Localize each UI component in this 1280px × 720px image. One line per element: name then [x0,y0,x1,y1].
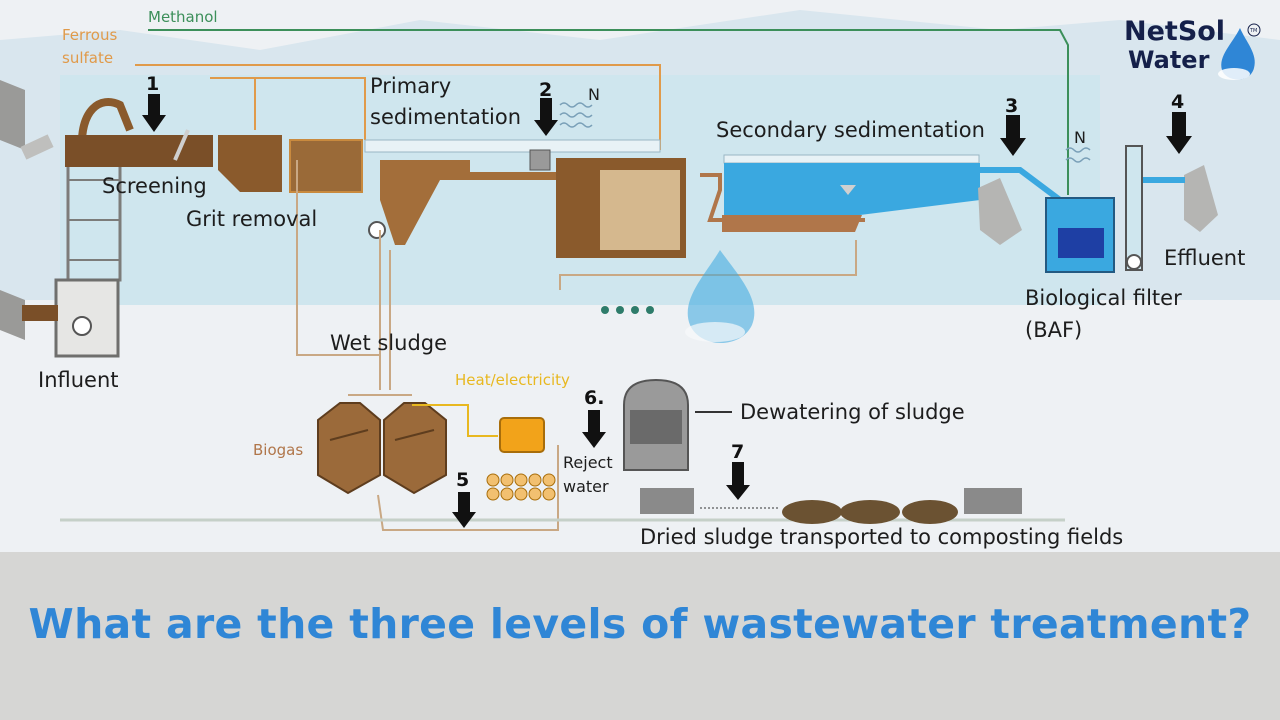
logo-text-line1: NetSol [1124,16,1226,47]
sludge-digesters [317,394,559,531]
step-arrows [142,94,1192,528]
grit-removal-label: Grit removal [186,207,317,231]
heat-electricity-label: Heat/electricity [455,371,570,389]
n2-label-primary: N [588,85,600,104]
biogas-label: Biogas [253,441,303,459]
step-6-number: 6. [584,387,604,409]
screening-label: Screening [102,174,207,198]
chp-generator [412,404,556,501]
nitrogen-release-icon [559,102,1091,163]
reject-water-label-2: water [563,477,609,496]
methanol-feed-line [148,29,1069,195]
dewatering-unit [623,378,732,471]
netsol-water-logo: NetSol Water TM [1118,14,1268,84]
caption-bar [0,552,1280,720]
n2-label-baf: N [1074,128,1086,147]
dried-sludge-label: Dried sludge transported to composting f… [640,525,1123,549]
primary-sedimentation-label-2: sedimentation [370,105,521,129]
page-caption: What are the three levels of wastewater … [28,600,1252,648]
sludge-to-digesters [379,250,391,390]
step-4-number: 4 [1171,91,1184,113]
treatment-process-diagram: Methanol Ferrous sulfate [0,0,1280,552]
wet-sludge-label: Wet sludge [330,331,447,355]
secondary-sedimentation-tank [700,154,980,232]
step-2-number: 2 [539,79,552,101]
primary-sedimentation-label-1: Primary [370,74,451,98]
biological-filter-label-1: Biological filter [1025,286,1182,310]
influent-pump-tower [0,80,134,358]
sludge-transport [60,488,1065,524]
effluent-label: Effluent [1164,246,1245,270]
influent-label: Influent [38,368,119,392]
reject-water-label-1: Reject [563,453,613,472]
screening-channel [65,129,213,167]
trademark-mark: TM [1249,28,1257,34]
step-3-number: 3 [1005,95,1018,117]
ferrous-feed-lines [135,64,661,150]
step-1-number: 1 [146,73,159,95]
secondary-sedimentation-label: Secondary sedimentation [716,118,985,142]
biological-filter-baf [1045,145,1143,273]
step-5-number: 5 [456,469,469,491]
step-7-number: 7 [731,441,744,463]
grit-removal-basin [218,135,363,193]
transfer-channels [978,165,1218,245]
water-drop-icon: TM [1218,23,1261,80]
watermark-drop-icon [685,250,755,344]
biological-filter-label-2: (BAF) [1025,318,1082,342]
aeration-tank [556,158,686,314]
methanol-label: Methanol [148,8,218,26]
dewatering-label: Dewatering of sludge [740,400,965,424]
ferrous-sulfate-label-1: Ferrous [62,26,117,44]
ferrous-sulfate-label-2: sulfate [62,49,113,67]
logo-text-line2: Water [1128,46,1210,74]
